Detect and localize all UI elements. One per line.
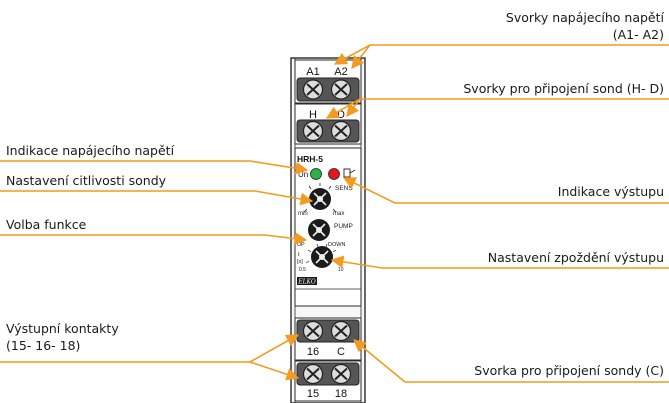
device-model: HRH-5 (297, 154, 323, 164)
delay-t-label: t (298, 252, 300, 258)
leader-probe-h (325, 98, 669, 119)
terminal-label-18: 18 (335, 388, 347, 400)
label-sensitivity-setting: Nastavení citlivosti sondy (6, 173, 167, 188)
down-label: DOWN (328, 242, 345, 248)
sensitivity-scale (303, 183, 337, 213)
label-probe-terminal-c: Svorka pro připojení sondy (C) (474, 363, 664, 378)
terminal-screw-a1 (302, 79, 324, 100)
supply-led (310, 168, 322, 180)
delay-unit-label: [s] (297, 259, 303, 265)
label-output-contacts: Výstupní kontakty (6, 321, 119, 336)
max-label: max (333, 211, 344, 217)
brand-logo (297, 277, 317, 285)
terminal-screw-c (330, 320, 352, 342)
terminal-label-c: C (337, 346, 345, 358)
leader-supply-a2 (351, 44, 371, 70)
leader-output-delay (330, 255, 669, 269)
terminal-label-16: 16 (307, 346, 319, 358)
leader-sensitivity (0, 190, 314, 206)
min-label: min (298, 211, 308, 217)
terminal-screw-d (330, 120, 352, 142)
leader-probe-d (346, 98, 361, 118)
terminal-screw-a2 (330, 79, 352, 100)
terminal-screw-15 (302, 363, 324, 385)
label-output-contacts-ids: (15- 16- 18) (6, 338, 80, 353)
label-function-select: Volba funkce (6, 217, 87, 232)
output-led (328, 168, 340, 180)
leader-contacts-15 (249, 361, 300, 381)
leader-output-indication (342, 177, 669, 204)
pump-label: PUMP (334, 223, 353, 230)
label-output-indication: Indikace výstupu (558, 184, 664, 199)
label-supply-terminals-ids: (A1- A2) (613, 27, 664, 42)
up-label: UP (297, 242, 305, 248)
label-supply-terminals: Svorky napájecího napětí (506, 10, 665, 25)
leader-probe-c (353, 339, 669, 383)
delay-min-label: 0.5 (299, 267, 306, 273)
sens-label: SENS (335, 185, 353, 192)
terminal-label-15: 15 (307, 388, 319, 400)
relay-contact-icon (343, 168, 356, 178)
terminal-label-a1: A1 (306, 66, 319, 78)
label-supply-indication: Indikace napájecího napětí (6, 143, 175, 158)
un-label: Un (298, 170, 308, 179)
terminal-screw-18 (330, 363, 352, 385)
brand-text: ELKO (297, 279, 316, 286)
terminal-screw-h (302, 120, 324, 142)
function-knob[interactable] (308, 219, 330, 241)
leader-supply-a1 (333, 44, 669, 65)
label-output-delay: Nastavení zpoždění výstupu (488, 250, 664, 265)
delay-knob[interactable] (311, 246, 333, 268)
terminal-label-h: H (309, 109, 317, 121)
leader-function (0, 232, 308, 245)
sensitivity-knob[interactable] (309, 188, 331, 210)
terminal-label-d: D (337, 109, 345, 121)
relay-device: A1 A2 H D HRH-5 Un (290, 57, 366, 403)
callout-labels: Svorky napájecího napětí (A1- A2) Svorky… (6, 10, 665, 378)
leader-supply-indication (0, 160, 309, 175)
label-probe-terminals: Svorky pro připojení sond (H- D) (463, 81, 664, 96)
terminal-label-a2: A2 (334, 66, 347, 78)
delay-max-label: 10 (338, 267, 344, 273)
terminal-screw-16 (302, 320, 324, 342)
leader-lines (0, 44, 669, 383)
